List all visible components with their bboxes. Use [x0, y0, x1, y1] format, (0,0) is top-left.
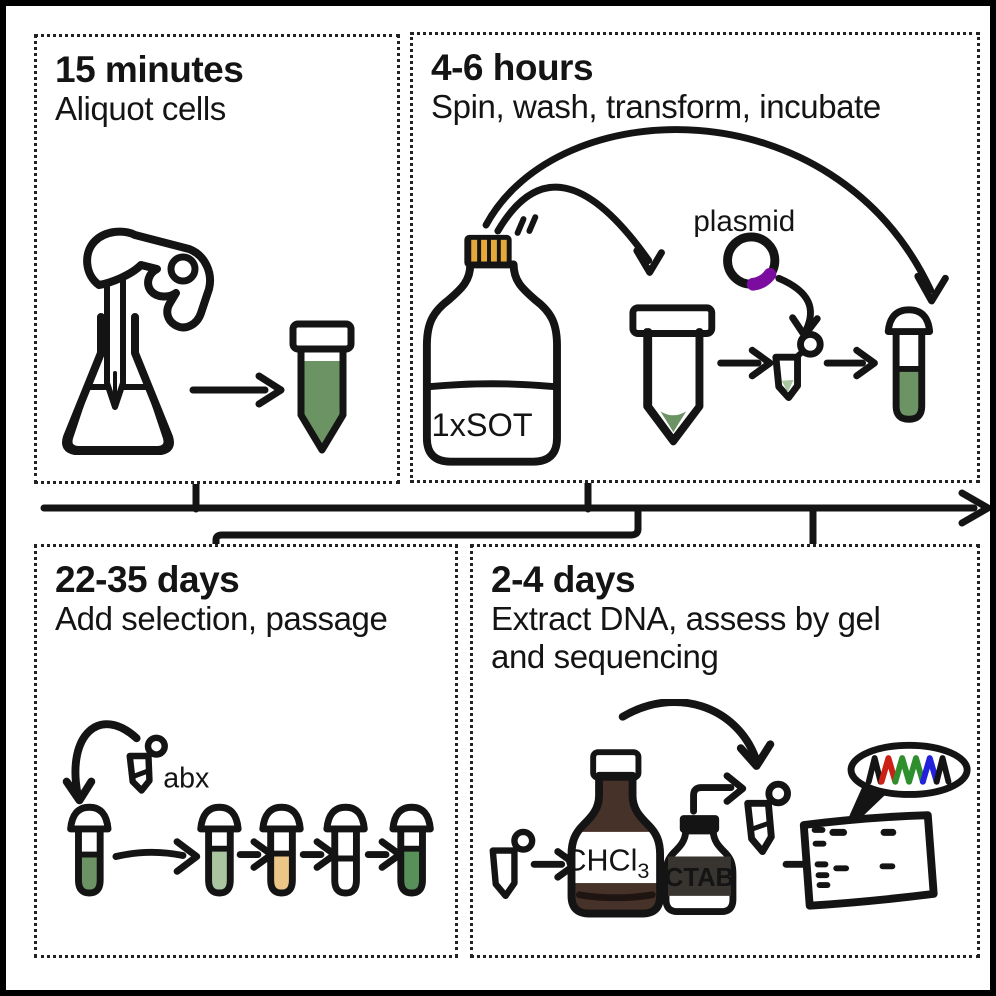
- round-top-tube-icon: [884, 306, 934, 423]
- sequence-peaks: [865, 755, 952, 785]
- bottle-cap-stripes-icon: [471, 239, 507, 262]
- shake-marks-icon: [514, 214, 539, 236]
- capped-tube-pellet-icon: [629, 304, 716, 446]
- capped-tube-icon: [289, 320, 355, 454]
- elbow-arrow-icon: [690, 772, 747, 815]
- pipettor-icon: [83, 227, 214, 332]
- passage-tube-3-icon: [323, 803, 368, 897]
- passage-tube-4-icon: [389, 803, 434, 897]
- chloroform-bottle-icon: CHCl3: [564, 749, 665, 918]
- chloroform-label: CHCl3: [564, 843, 649, 883]
- panel-extract: 2-4 days Extract DNA, assess by gel and …: [470, 544, 980, 958]
- panel-selection-duration: 22-35 days: [55, 559, 240, 600]
- panel-aliquot-duration: 15 minutes: [55, 49, 244, 90]
- connector-panel-selection: [212, 506, 642, 551]
- panel-selection-art: abx: [62, 720, 434, 897]
- antibiotic-label: abx: [163, 763, 209, 795]
- round-top-tube-icon: [67, 803, 112, 897]
- arrow-right-icon: [112, 838, 201, 875]
- media-bottle-label: 1xSOT: [431, 407, 532, 443]
- arrow-right-icon: [189, 372, 285, 408]
- panel-extract-art: CHCl3 CTAB: [489, 699, 971, 918]
- panel-aliquot-art: [62, 227, 355, 455]
- arrow-right-icon: [299, 838, 339, 871]
- plasmid-label: plasmid: [693, 205, 795, 238]
- panel-transform-description: Spin, wash, transform, incubate: [431, 88, 881, 126]
- panel-extract-duration: 2-4 days: [491, 559, 636, 600]
- passage-tube-2-icon: [259, 803, 304, 897]
- ctab-label: CTAB: [665, 864, 734, 892]
- microtube-icon: [772, 331, 824, 402]
- arrow-right-icon: [364, 838, 404, 871]
- ctab-bottle-icon: CTAB: [662, 815, 737, 916]
- panel-aliquot-description: Aliquot cells: [55, 90, 226, 128]
- timeline: [40, 477, 990, 551]
- curved-arrow-icon: [618, 699, 775, 770]
- arrow-right-icon: [823, 346, 878, 380]
- arrow-right-icon: [717, 346, 774, 380]
- panel-selection-description: Add selection, passage: [55, 600, 388, 638]
- gel-bands: [811, 826, 897, 888]
- gel-icon: [799, 811, 938, 910]
- panel-transform-art: 1xSOT plasmid: [422, 126, 949, 466]
- curved-arrow-to-capped-tube-icon: [494, 183, 665, 276]
- panel-transform-duration: 4-6 hours: [431, 47, 594, 88]
- sample-microtube-icon: [489, 828, 536, 900]
- timeline-arrowhead-icon: [958, 489, 990, 527]
- media-bottle-icon: 1xSOT: [422, 234, 561, 466]
- sequence-trace-callout-icon: [847, 741, 971, 798]
- plasmid-arrow-icon: [775, 274, 821, 339]
- panel-extract-description: Extract DNA, assess by gel and sequencin…: [491, 600, 881, 675]
- arrow-right-icon: [236, 838, 276, 871]
- curved-arrow-to-far-tube-icon: [482, 126, 949, 305]
- extract-microtube-icon: [744, 780, 791, 856]
- panel-transform: 4-6 hours Spin, wash, transform, incubat…: [410, 32, 980, 483]
- plasmid-circle-icon: [723, 232, 780, 291]
- abx-microtube-icon: [126, 734, 168, 794]
- flask-icon: [62, 313, 174, 455]
- curved-arrow-icon: [62, 720, 141, 805]
- panel-aliquot: 15 minutes Aliquot cells: [34, 34, 400, 484]
- panel-selection: 22-35 days Add selection, passage abx: [34, 544, 458, 958]
- passage-tube-1-icon: [197, 803, 242, 897]
